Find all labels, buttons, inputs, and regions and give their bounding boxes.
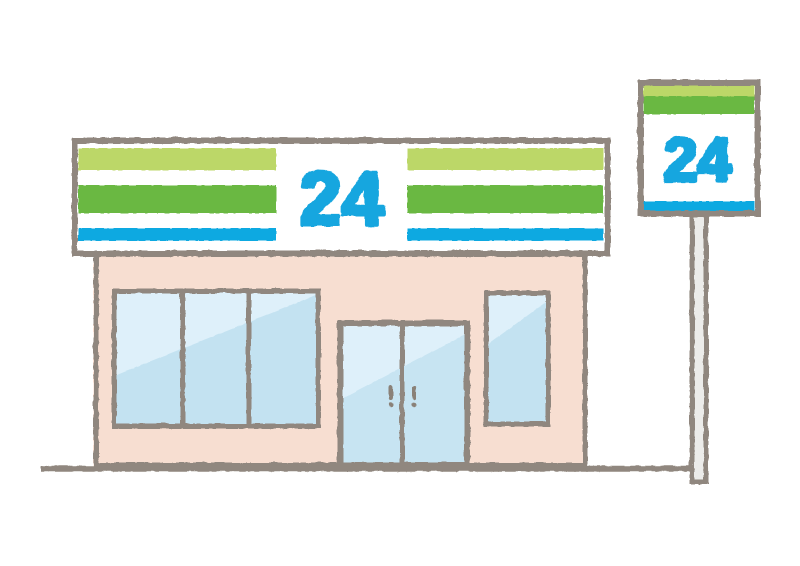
svg-text:24: 24 <box>663 125 731 193</box>
svg-text:24: 24 <box>299 156 384 241</box>
